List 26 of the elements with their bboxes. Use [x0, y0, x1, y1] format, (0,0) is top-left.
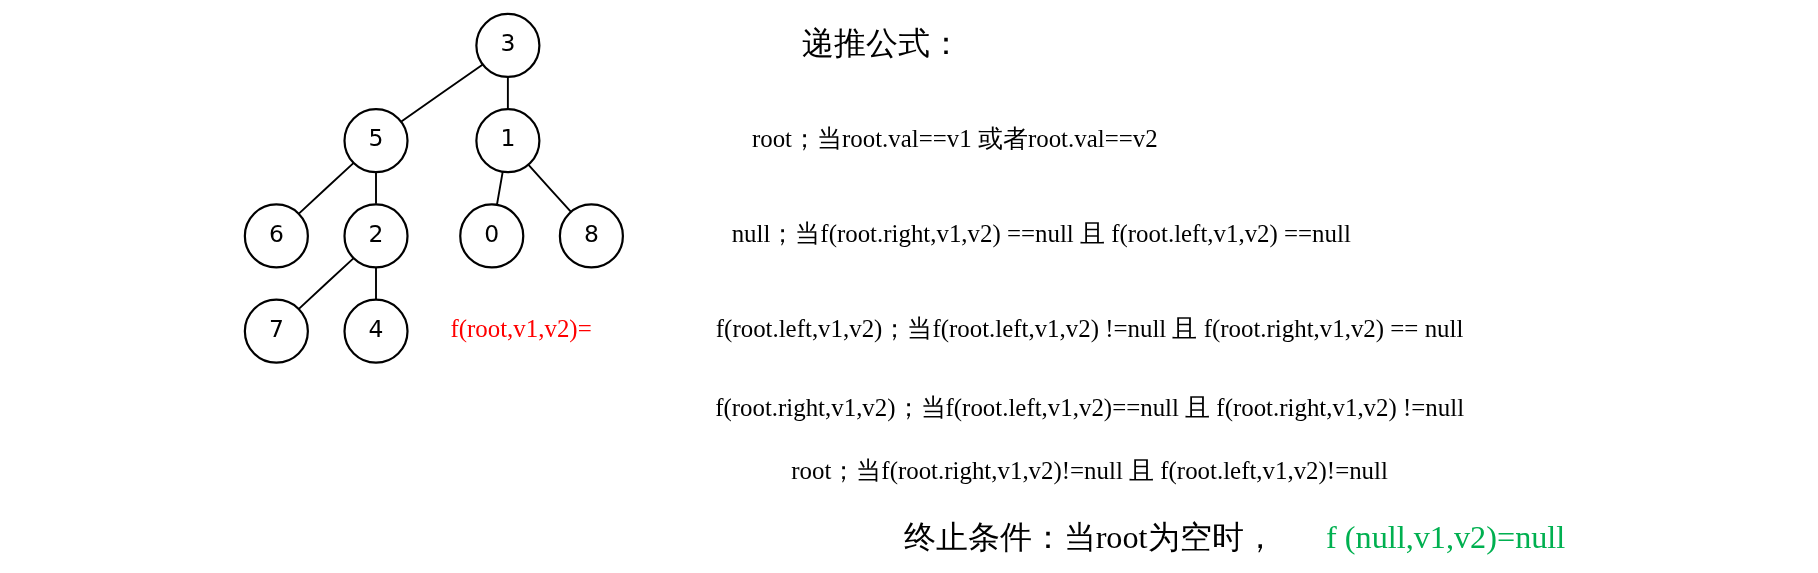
label: f (null,v1,v2)=null — [1326, 519, 1566, 556]
node-circle: 0 — [459, 203, 525, 269]
label: f(root.left,v1,v2)；当f(root.left,v1,v2) !=null 且 f(root.right,v1,v2) == null — [715, 315, 1464, 343]
node-circle: 5 — [343, 108, 409, 174]
connector — [496, 170, 504, 206]
connector — [527, 164, 572, 213]
label: 终止条件：当root为空时， — [903, 519, 1276, 556]
label: root；当root.val==v1 或者root.val==v2 — [751, 124, 1158, 152]
label: f(root.right,v1,v2)；当f(root.left,v1,v2)==null 且 f(root.right,v1,v2) !=null — [715, 394, 1465, 422]
connector — [400, 63, 484, 123]
node-circle: 2 — [343, 203, 409, 269]
connector — [375, 266, 377, 301]
label: null；当f(root.right,v1,v2) ==null 且 f(root.left,v1,v2) ==null — [731, 219, 1351, 247]
node-circle: 7 — [243, 298, 309, 364]
node-circle: 6 — [243, 203, 309, 269]
connector — [297, 162, 355, 215]
connector — [506, 76, 509, 110]
label: root；当f(root.right,v1,v2)!=null 且 f(root.left,v1,v2)!=null — [791, 457, 1388, 485]
label: f(root,v1,v2)= — [450, 315, 592, 343]
connector — [375, 171, 377, 205]
node-circle: 3 — [475, 12, 541, 79]
node-circle: 8 — [558, 203, 624, 269]
node-circle: 4 — [343, 298, 409, 364]
connector — [297, 257, 355, 310]
node-circle: 1 — [475, 108, 541, 174]
label: 递推公式： — [801, 23, 962, 62]
